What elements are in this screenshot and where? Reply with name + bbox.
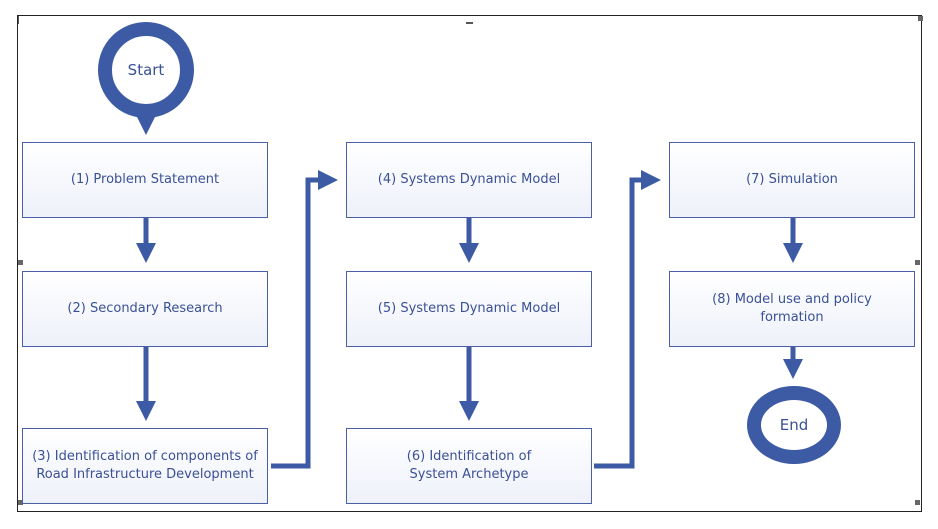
step-6-box: (6) Identification of System Archetype <box>346 428 592 504</box>
step-2-label: (2) Secondary Research <box>67 301 223 316</box>
step-5-box: (5) Systems Dynamic Model <box>346 271 592 347</box>
step-7-box: (7) Simulation <box>669 142 915 218</box>
resize-handle-top[interactable] <box>466 22 473 24</box>
start-terminal: Start <box>98 22 194 118</box>
resize-handle-bottom-right[interactable] <box>915 500 920 505</box>
start-label: Start <box>127 61 165 79</box>
arrow-6-to-7 <box>594 170 661 469</box>
step-3-box: (3) Identification of components of Road… <box>22 428 268 504</box>
step-1-label: (1) Problem Statement <box>70 172 220 187</box>
end-label: End <box>779 416 809 434</box>
step-3-label: (3) Identification of components of Road… <box>32 449 258 482</box>
end-terminal: End <box>747 386 841 464</box>
step-8-box: (8) Model use and policy formation <box>669 271 915 347</box>
step-1-box: (1) Problem Statement <box>22 142 268 218</box>
step-8-label: (8) Model use and policy formation <box>712 292 872 325</box>
step-5-label: (5) Systems Dynamic Model <box>377 301 561 316</box>
resize-handle-top-left[interactable] <box>18 16 19 24</box>
step-4-box: (4) Systems Dynamic Model <box>346 142 592 218</box>
step-2-box: (2) Secondary Research <box>22 271 268 347</box>
arrow-3-to-4 <box>271 170 338 469</box>
step-7-label: (7) Simulation <box>746 172 838 187</box>
resize-handle-top-right[interactable] <box>918 16 923 21</box>
resize-handle-right[interactable] <box>915 260 920 265</box>
step-6-label: (6) Identification of System Archetype <box>406 449 532 482</box>
resize-handle-left[interactable] <box>18 260 23 265</box>
step-4-label: (4) Systems Dynamic Model <box>377 172 561 187</box>
resize-handle-bottom-left[interactable] <box>18 500 23 505</box>
